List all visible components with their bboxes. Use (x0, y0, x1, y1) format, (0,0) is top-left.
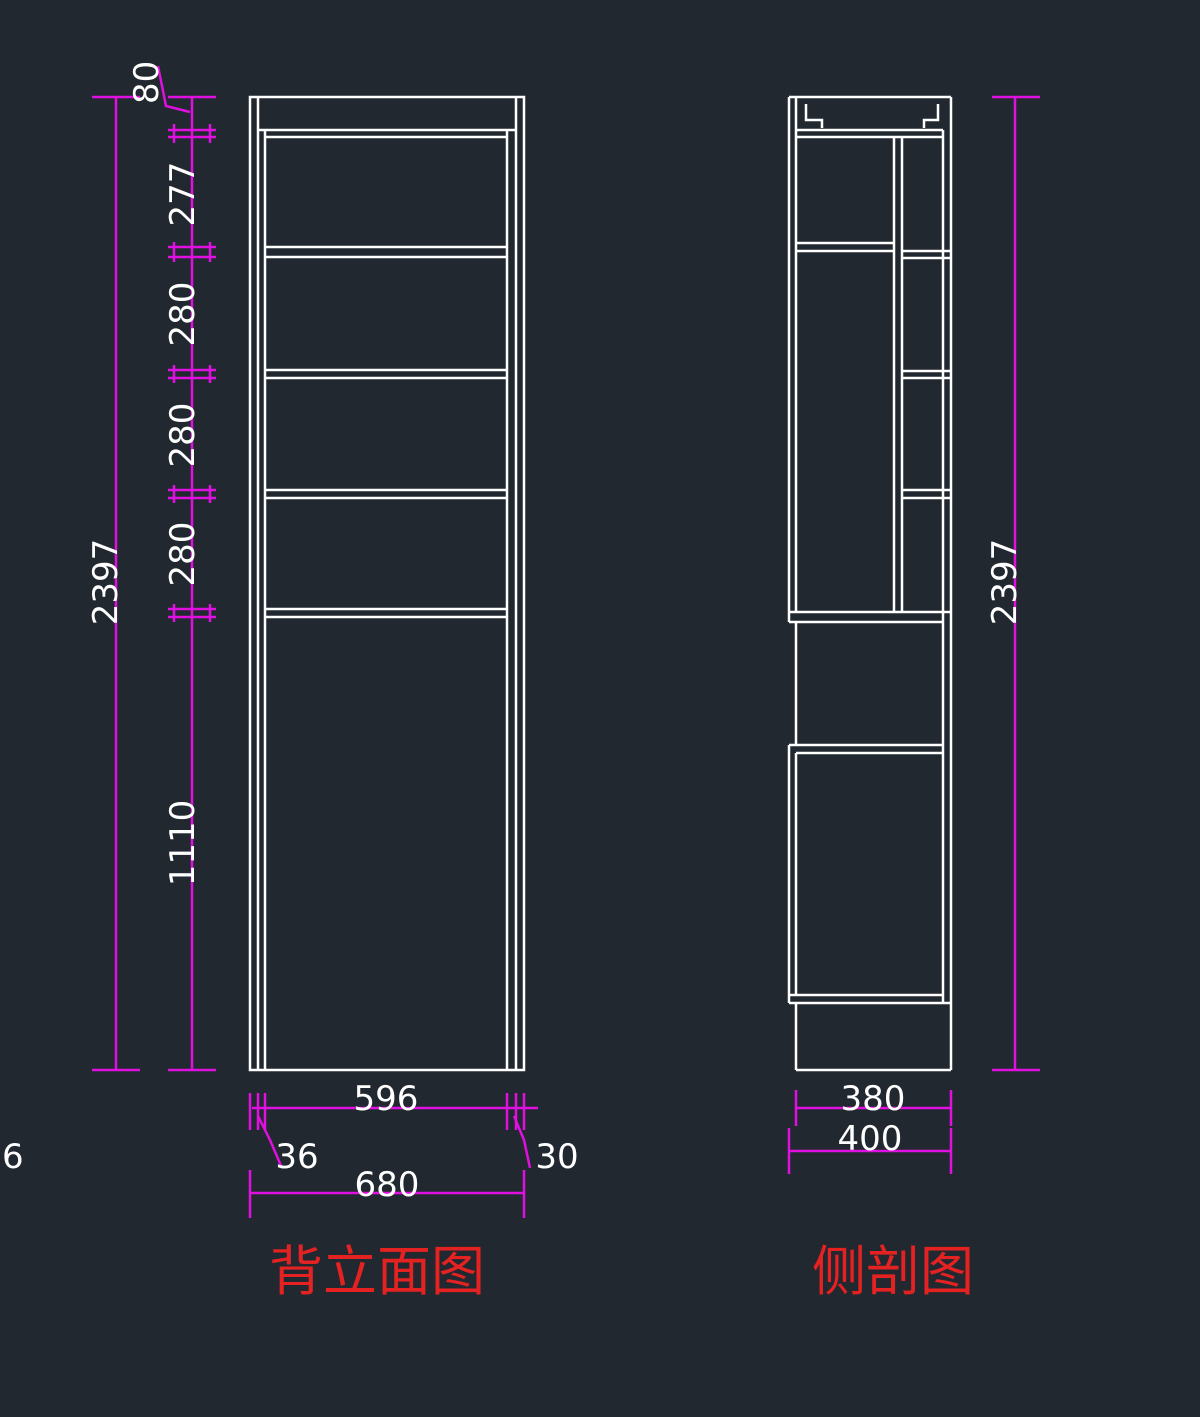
dim-text-380: 380 (841, 1079, 906, 1119)
back-elevation-view (248, 95, 526, 1072)
dim-text-80: 80 (127, 61, 167, 104)
dim-text-1110: 1110 (163, 800, 203, 887)
dim-text-277: 277 (163, 162, 203, 227)
dim-text-30: 30 (535, 1137, 578, 1177)
leader-30 (512, 1115, 532, 1169)
back-height-dimensions (92, 65, 216, 1072)
side-section-view (787, 95, 953, 1072)
dim-text-596: 596 (354, 1079, 419, 1119)
dim-text-400: 400 (838, 1119, 903, 1159)
dim-text-2397-back: 2397 (86, 539, 126, 626)
dim-text-280-c: 280 (163, 522, 203, 587)
dim-text-36: 36 (275, 1137, 318, 1177)
back-outer-frame (248, 95, 526, 1072)
side-dimensions (787, 95, 1040, 1174)
dim-text-6-cut: 6 (2, 1137, 24, 1177)
dim-text-280-a: 280 (163, 282, 203, 347)
dim-text-2397-side: 2397 (985, 539, 1025, 626)
leader-36 (256, 1115, 284, 1169)
dim-text-680: 680 (355, 1165, 420, 1205)
leader-80 (156, 65, 191, 114)
side-section-title: 侧剖图 (812, 1240, 974, 1303)
dim-text-280-b: 280 (163, 403, 203, 468)
back-elevation-title: 背立面图 (269, 1240, 485, 1303)
back-width-dimensions (248, 1093, 538, 1218)
